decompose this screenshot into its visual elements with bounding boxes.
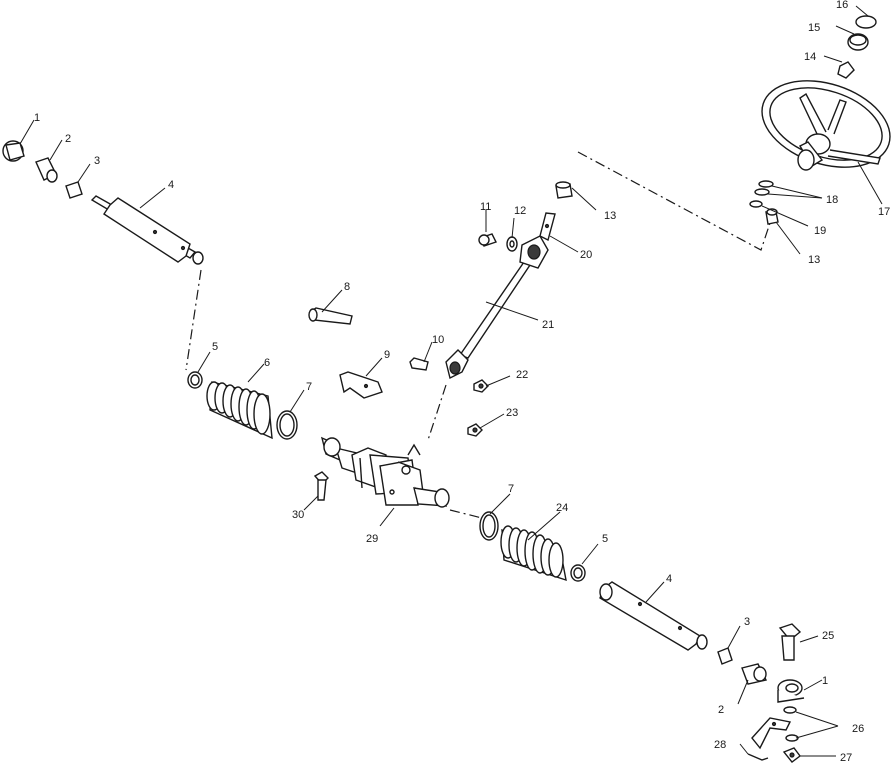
callout-label: 13 [808, 254, 820, 266]
callout-label: 3 [94, 155, 100, 167]
bushing-13-lower [765, 208, 779, 225]
callout-label: 26 [852, 723, 864, 735]
cap-16 [855, 15, 877, 29]
callout-label: 21 [542, 319, 554, 331]
callout-labels: 1 2 3 4 5 6 7 8 9 10 11 12 13 13 14 15 1… [34, 0, 890, 764]
steering-wheel-17 [761, 80, 891, 171]
callout-label: 7 [508, 483, 514, 495]
bracket-9 [339, 371, 383, 399]
callout-label: 20 [580, 249, 592, 261]
callout-label: 1 [822, 675, 828, 687]
callout-label: 10 [432, 334, 444, 346]
tie-rod-end-upper-left [2, 140, 25, 162]
bolt-11 [478, 233, 497, 247]
bolt-10 [409, 357, 429, 371]
jam-nut-upper-left [65, 181, 83, 199]
callout-label: 1 [34, 112, 40, 124]
nut-27 [782, 747, 801, 763]
inner-tie-rod-upper [90, 195, 204, 265]
input-shaft-20 [539, 212, 556, 242]
steering-shaft-21 [445, 235, 549, 380]
callout-label: 3 [744, 616, 750, 628]
callout-label: 24 [556, 502, 568, 514]
callout-label: 11 [480, 201, 491, 213]
nut-22 [473, 379, 489, 393]
callout-label: 29 [366, 533, 378, 545]
callout-label: 9 [384, 349, 390, 361]
callout-label: 27 [840, 752, 852, 764]
inner-tie-rod-lower [599, 581, 708, 651]
bolt-30 [313, 471, 329, 501]
bolt-8 [308, 307, 353, 325]
jam-nut-lower-right [717, 647, 733, 665]
bolt-25 [778, 623, 802, 661]
callout-label: 5 [212, 341, 218, 353]
callout-label: 23 [506, 407, 518, 419]
callout-label: 6 [264, 357, 270, 369]
washer-12 [506, 236, 518, 252]
nut-23 [467, 423, 483, 437]
callout-label: 2 [65, 133, 71, 145]
clamp-5-right [570, 564, 586, 582]
leader-lines [19, 5, 883, 757]
callout-label: 13 [604, 210, 616, 222]
callout-label: 12 [514, 205, 526, 217]
washer-19 [749, 200, 763, 208]
clamp-5-left [187, 371, 203, 389]
emblem-15 [847, 33, 869, 51]
callout-label: 14 [804, 51, 816, 63]
callout-label: 18 [826, 194, 838, 206]
callout-label: 28 [714, 739, 726, 751]
boot-right [500, 525, 567, 582]
ball-joint-lower-right [741, 663, 768, 685]
cotter-pin-28 [747, 753, 769, 761]
callout-label: 30 [292, 509, 304, 521]
callout-label: 4 [666, 573, 672, 585]
callout-label: 17 [878, 206, 890, 218]
nut-14 [837, 61, 855, 79]
callout-label: 8 [344, 281, 350, 293]
ball-joint-upper-left [35, 157, 58, 183]
callout-label: 22 [516, 369, 528, 381]
callout-label: 15 [808, 22, 820, 34]
callout-label: 19 [814, 225, 826, 237]
washers-18 [754, 180, 774, 196]
callout-label: 25 [822, 630, 834, 642]
clamp-7-right [479, 511, 499, 541]
steering-arm [751, 717, 792, 750]
callout-label: 2 [718, 704, 724, 716]
clamp-7-left [276, 410, 298, 440]
bushing-13-upper [555, 181, 573, 199]
tie-rod-end-lower-right [777, 679, 805, 703]
steering-rack [320, 436, 450, 508]
boot-left [206, 381, 273, 440]
washers-26 [783, 706, 799, 742]
callout-label: 5 [602, 533, 608, 545]
callout-label: 4 [168, 179, 174, 191]
callout-label: 16 [836, 0, 848, 11]
callout-label: 7 [306, 381, 312, 393]
